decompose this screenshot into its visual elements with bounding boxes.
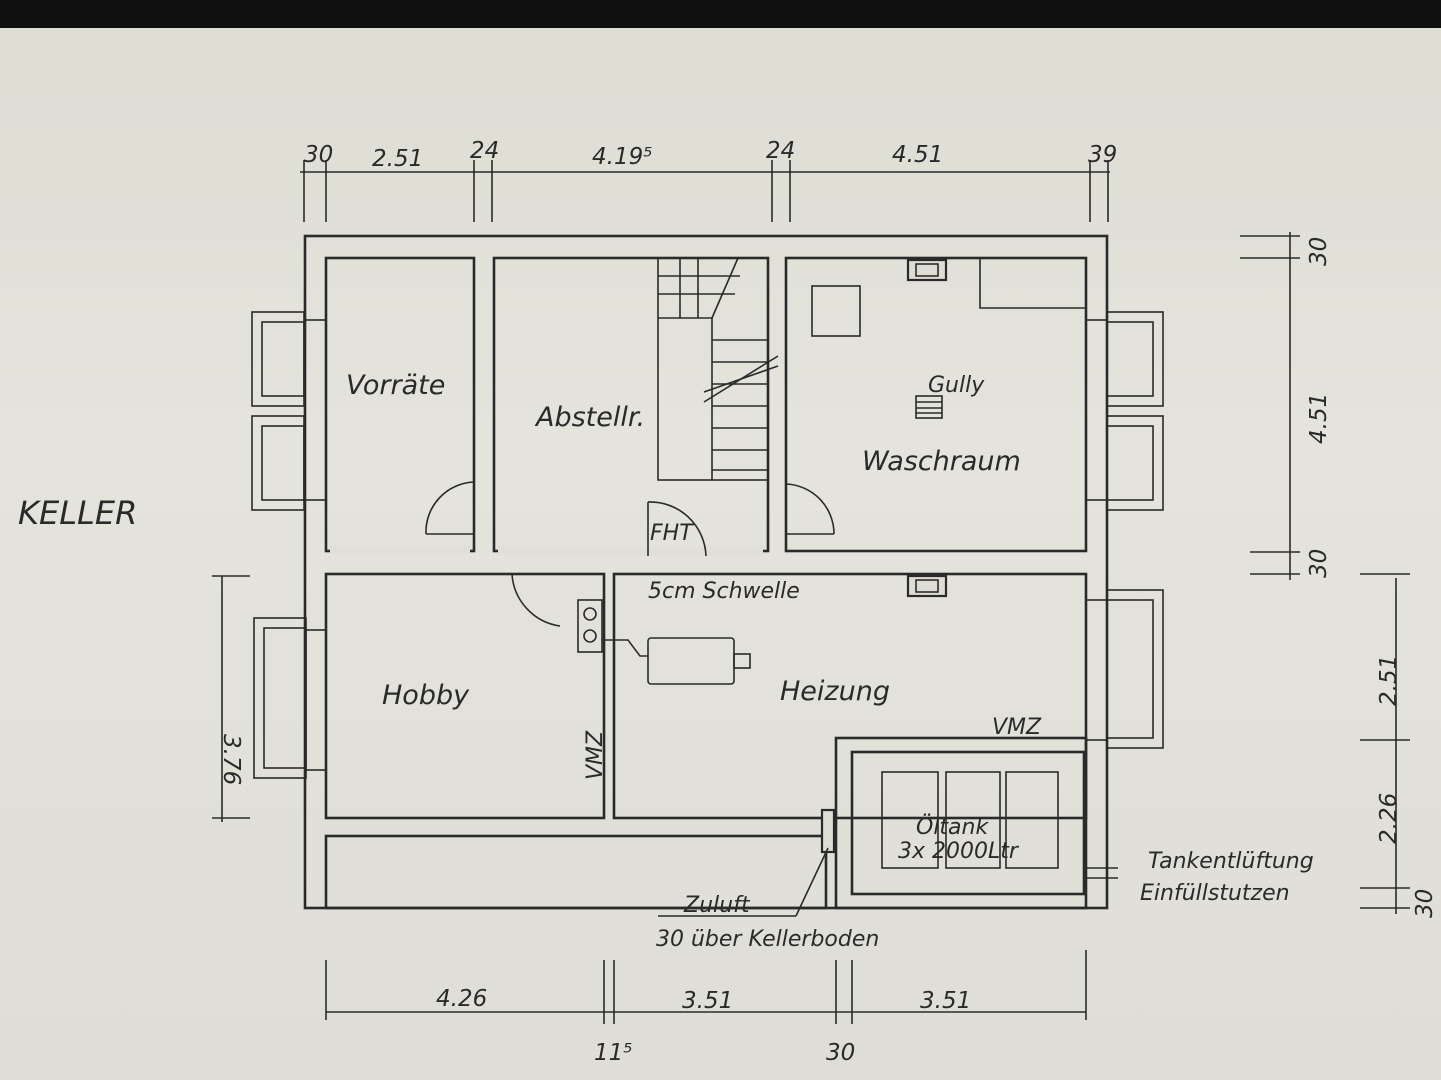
dim-right-1: 4.51: [1306, 393, 1332, 444]
note-vmz-hobby: VMZ: [583, 730, 608, 780]
note-tankentlueftung: Tankentlüftung: [1148, 849, 1314, 874]
dim-bottom-1: 3.51: [682, 988, 733, 1014]
label-abstellr: Abstellr.: [534, 402, 645, 433]
dimension-top: [300, 160, 1110, 222]
gully-grate: [915, 395, 943, 419]
label-heizung: Heizung: [780, 676, 890, 707]
dim-left: 3.76: [218, 734, 244, 785]
dim-bottom-sub-0: 11⁵: [594, 1040, 633, 1066]
windows-right: [1085, 311, 1164, 749]
label-vorraete: Vorräte: [346, 370, 445, 401]
tank-3: [1005, 771, 1059, 869]
wall-tankroom-inner: [850, 750, 1086, 896]
note-schwelle: 5cm Schwelle: [648, 579, 800, 604]
dimension-left: [212, 575, 250, 822]
zuluft-vent: [820, 808, 836, 854]
staircase: [657, 257, 779, 481]
note-vmz-tank: VMZ: [992, 715, 1042, 740]
dim-right-0: 30: [1306, 237, 1332, 266]
vorraete-gap: [330, 546, 470, 554]
dim-top-1: 2.51: [372, 146, 423, 172]
label-oeltank-capacity: 3x 2000Ltr: [898, 839, 1020, 864]
tank-1: [881, 771, 939, 869]
wall-waschraum: [784, 256, 1088, 553]
dim-right-2: 30: [1306, 549, 1332, 578]
dim-top-3: 4.19⁵: [592, 144, 652, 170]
dimension-bottom: [325, 950, 1087, 1024]
note-zuluft: Zuluft: [683, 893, 751, 918]
note-fht: FHT: [650, 521, 694, 546]
doors: [425, 481, 835, 627]
wall-vorraete: [324, 256, 476, 553]
chimney: [577, 599, 603, 653]
dim-bottom-2: 3.51: [920, 988, 971, 1014]
wall-bottom-strip: [324, 834, 828, 910]
dim-top-4: 24: [766, 138, 795, 164]
boiler: [647, 637, 735, 685]
dim-bottom-sub-1: 30: [826, 1040, 855, 1066]
tank-2: [945, 771, 1001, 869]
label-waschraum: Waschraum: [862, 446, 1021, 477]
fixtures: [577, 258, 1118, 879]
dim-top-2: 24: [470, 138, 499, 164]
note-zuluft-height: 30 über Kellerboden: [656, 927, 879, 952]
windows-left: [251, 311, 327, 779]
outer-wall-outer: [303, 234, 1109, 910]
label-oeltank: Öltank: [916, 814, 989, 840]
dim-top-5: 4.51: [892, 142, 943, 168]
corridor-gap: [498, 546, 763, 556]
label-gully: Gully: [928, 373, 985, 398]
dim-right-lower-1: 2.26: [1376, 793, 1402, 844]
wall-tankroom-outer: [834, 736, 1088, 910]
dimension-right: [1240, 232, 1410, 914]
title-keller: KELLER: [18, 494, 137, 532]
note-einfuellstutzen: Einfüllstutzen: [1140, 881, 1290, 906]
dim-bottom-0: 4.26: [436, 986, 487, 1012]
dim-right-lower-2: 30: [1412, 889, 1438, 918]
dim-right-lower-0: 2.51: [1376, 655, 1402, 706]
dim-top-0: 30: [304, 142, 333, 168]
drawing-paper: Vorräte Abstellr. Waschraum Gully Hobby …: [0, 28, 1441, 1080]
floor-plan: Vorräte Abstellr. Waschraum Gully Hobby …: [18, 138, 1438, 1066]
label-hobby: Hobby: [382, 680, 470, 711]
dim-top-6: 39: [1088, 142, 1117, 168]
